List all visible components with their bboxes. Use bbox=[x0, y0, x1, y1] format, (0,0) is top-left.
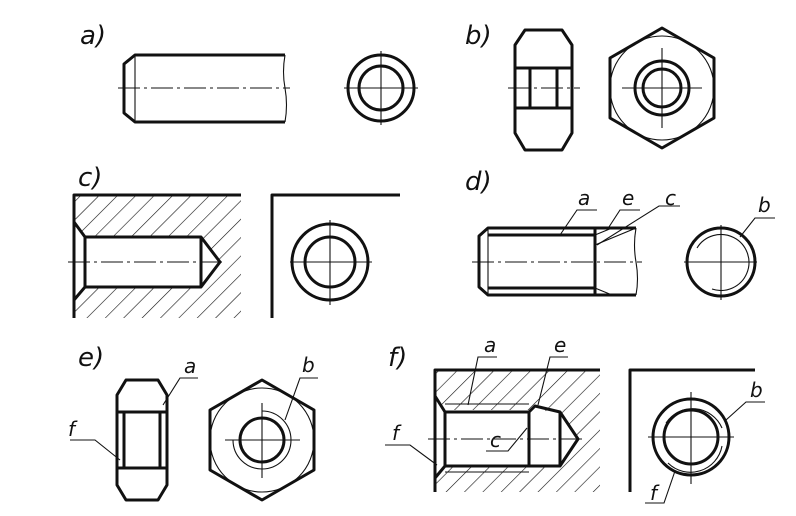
panel-e: e) a f b bbox=[68, 343, 318, 502]
callout-e-b: b bbox=[302, 353, 315, 377]
tapped-hole-end-view bbox=[270, 193, 400, 318]
nut-front-view bbox=[608, 26, 716, 150]
panel-label-b: b) bbox=[465, 21, 492, 51]
bolt-side-view bbox=[118, 53, 290, 124]
callout-f-f: f bbox=[392, 421, 402, 445]
callout-d-b: b bbox=[758, 193, 771, 217]
threaded-nut-side-section: a f bbox=[68, 354, 198, 502]
panel-label-d: d) bbox=[465, 167, 492, 197]
threaded-rod-end-view: b bbox=[684, 193, 775, 300]
nut-side-section bbox=[508, 28, 580, 152]
panel-label-f: f) bbox=[388, 343, 407, 373]
threaded-hole-end-view: b f bbox=[628, 368, 765, 505]
threaded-rod-side-view: a e c bbox=[472, 186, 680, 297]
callout-f-a: a bbox=[484, 333, 496, 357]
panel-d: d) a e c b bbox=[465, 167, 775, 300]
panel-label-a: a) bbox=[80, 21, 106, 51]
bolt-end-view bbox=[344, 51, 418, 125]
threaded-nut-front-view: b bbox=[208, 353, 318, 502]
panel-label-c: c) bbox=[78, 163, 102, 193]
threaded-hole-section: a e c f bbox=[385, 333, 600, 492]
panel-a: a) bbox=[80, 21, 418, 125]
callout-d-e: e bbox=[622, 186, 634, 210]
panel-f: f) a e c f b f bbox=[385, 333, 765, 505]
callout-f-c: c bbox=[490, 428, 501, 452]
callout-f-f2: f bbox=[650, 481, 660, 505]
callout-e-f: f bbox=[68, 417, 78, 441]
callout-d-a: a bbox=[578, 186, 590, 210]
callout-f-b: b bbox=[750, 378, 763, 402]
tapped-hole-section bbox=[68, 193, 241, 318]
callout-d-c: c bbox=[665, 186, 676, 210]
callout-f-e: e bbox=[554, 333, 566, 357]
panel-c: c) bbox=[68, 163, 400, 318]
panel-label-e: e) bbox=[78, 343, 104, 373]
panel-b: b) bbox=[465, 21, 716, 152]
callout-e-a: a bbox=[184, 354, 196, 378]
